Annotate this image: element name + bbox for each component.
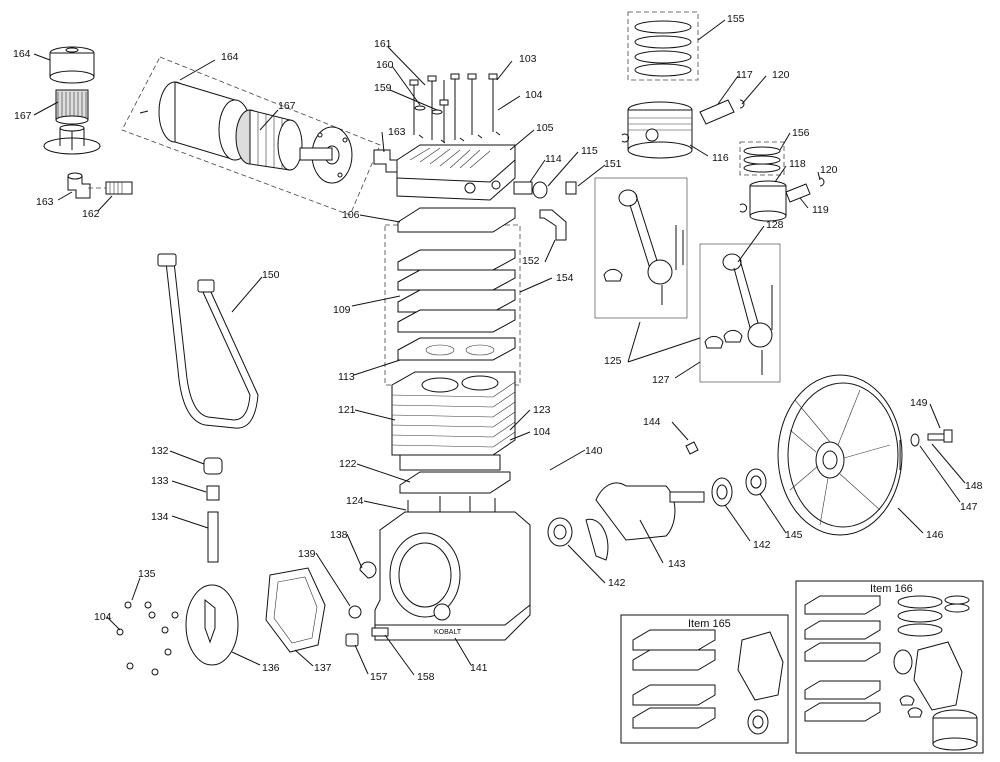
callout-120: 120: [772, 69, 790, 81]
callout-164: 164: [13, 48, 31, 60]
callout-143: 143: [668, 558, 686, 570]
callout-104: 104: [94, 611, 112, 623]
cylinder-head: [396, 144, 516, 201]
cylinder: [391, 371, 516, 471]
callout-158: 158: [417, 671, 435, 683]
callout-150: 150: [262, 269, 280, 281]
piston-pin-large: [699, 99, 745, 125]
callout-133: 133: [151, 475, 169, 487]
piston-large: [621, 101, 693, 159]
kit-165-parts: [632, 629, 784, 735]
callout-124: 124: [346, 495, 364, 507]
valve-plate-stack: [397, 207, 516, 361]
small-plugs: [345, 561, 389, 647]
callout-160: 160: [376, 59, 394, 71]
callout-167: 167: [14, 110, 32, 122]
callout-142: 142: [608, 577, 626, 589]
callout-115: 115: [581, 145, 598, 157]
piston-pin-small: [785, 177, 825, 203]
crankcase-gasket: [399, 471, 511, 494]
callout-156: 156: [792, 127, 810, 139]
callout-117: 117: [736, 69, 753, 81]
callout-159: 159: [374, 82, 392, 94]
callout-157: 157: [370, 671, 388, 683]
callout-145: 145: [785, 529, 803, 541]
callout-106: 106: [342, 209, 360, 221]
elbow-fitting-163: [67, 172, 91, 199]
piston-small: [739, 180, 787, 222]
connecting-rod-large: [603, 189, 684, 305]
callout-109: 109: [333, 304, 351, 316]
oil-filler-parts: [203, 457, 223, 563]
callout-104: 104: [533, 426, 551, 438]
callout-163: 163: [388, 126, 406, 138]
callout-148: 148: [965, 480, 983, 492]
callout-137: 137: [314, 662, 332, 674]
flywheel-bolt: [910, 429, 953, 447]
callout-128: 128: [766, 219, 784, 231]
callout-146: 146: [926, 529, 944, 541]
callout-120: 120: [820, 164, 838, 176]
callout-132: 132: [151, 445, 169, 457]
callout-138: 138: [330, 529, 348, 541]
callout-118: 118: [789, 158, 806, 170]
callout-149: 149: [910, 397, 928, 409]
callout-140: 140: [585, 445, 603, 457]
kit-166-title: Item 166: [870, 583, 913, 595]
piston-rings-small: [743, 146, 781, 173]
callout-152: 152: [522, 255, 540, 267]
callout-144: 144: [643, 416, 661, 428]
callout-134: 134: [151, 511, 169, 523]
callout-125: 125: [604, 355, 622, 367]
callout-113: 113: [338, 371, 355, 383]
callout-136: 136: [262, 662, 280, 674]
callout-167: 167: [278, 100, 296, 112]
head-bolts: [409, 73, 501, 144]
callout-162: 162: [82, 208, 100, 220]
kit-166-parts: [804, 595, 978, 751]
air-filter-small: [43, 46, 101, 155]
callout-127: 127: [652, 374, 670, 386]
discharge-tube: [157, 253, 259, 429]
leader-lines: [33, 19, 966, 676]
callout-116: 116: [712, 152, 729, 164]
callout-141: 141: [470, 662, 488, 674]
air-filter-large: [139, 81, 353, 184]
callout-147: 147: [960, 501, 978, 513]
callout-155: 155: [727, 13, 745, 25]
crankshaft: [547, 468, 767, 561]
crankcase: KOBALT: [374, 496, 531, 641]
callout-151: 151: [604, 158, 622, 170]
callout-labels: 164 164 167 167 163 163 162 161 160 159 …: [13, 13, 983, 683]
nipple-fitting-162: [88, 181, 133, 195]
cover-gasket: [265, 567, 326, 653]
flywheel: [777, 374, 903, 536]
callout-164: 164: [221, 51, 239, 63]
fittings-114-115-151: [513, 181, 577, 241]
callout-123: 123: [533, 404, 551, 416]
elbow-fitting-head: [373, 149, 401, 173]
crankcase-stamp: KOBALT: [434, 629, 462, 636]
callout-114: 114: [545, 153, 562, 165]
callout-135: 135: [138, 568, 156, 580]
callout-104: 104: [525, 89, 543, 101]
callout-154: 154: [556, 272, 574, 284]
callout-122: 122: [339, 458, 357, 470]
shaft-key: [685, 441, 699, 455]
piston-rings-large: [634, 20, 692, 77]
kit-165-title: Item 165: [688, 618, 731, 630]
callout-142: 142: [753, 539, 771, 551]
callout-161: 161: [374, 38, 392, 50]
callout-139: 139: [298, 548, 316, 560]
callout-105: 105: [536, 122, 554, 134]
callout-103: 103: [519, 53, 537, 65]
callout-121: 121: [338, 404, 356, 416]
connecting-rod-small: [704, 253, 773, 375]
callout-119: 119: [812, 204, 829, 216]
side-cover: [116, 584, 239, 676]
callout-163: 163: [36, 196, 54, 208]
